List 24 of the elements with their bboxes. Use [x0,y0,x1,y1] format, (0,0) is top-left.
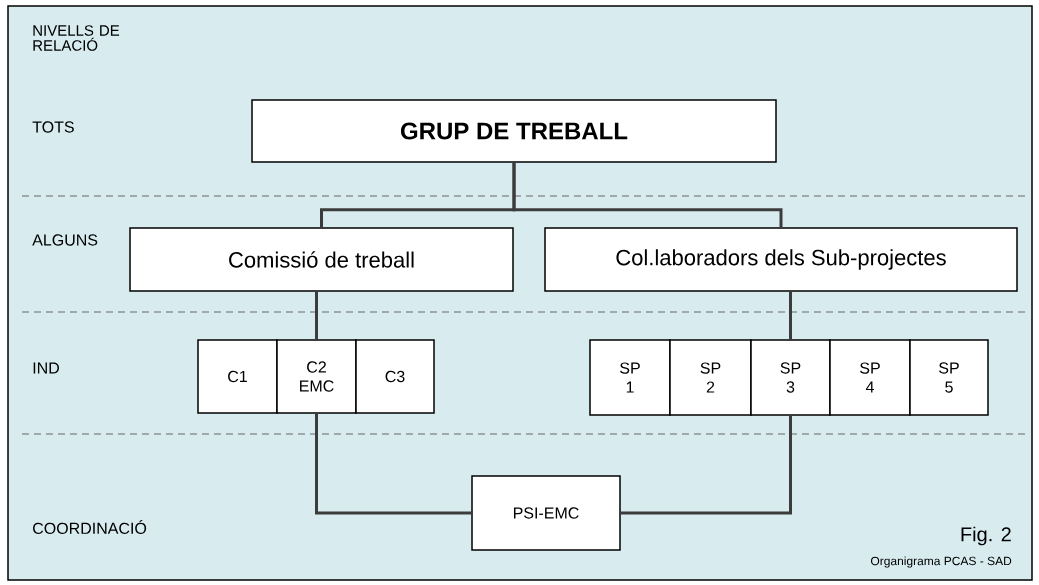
level-label: IND [33,362,59,374]
caption-text: Organigrama PCAS - SAD [871,556,1012,568]
unit-box: SP 2 [669,339,752,416]
unit-box: SP 1 [589,339,671,416]
connector-line [315,413,472,515]
commission-box: Comissió de treball [129,227,514,292]
level-label: NIVELLS DE RELACIÓ [33,25,120,51]
level-label: COORDINACIÓ [33,519,147,534]
figure-number: Fig. 2 [961,526,1011,546]
connector-line [789,291,792,340]
level-label: TOTS [32,121,74,133]
collaborators-box: Col.laboradors dels Sub-projectes [544,227,1018,292]
connector-line [512,162,783,228]
unit-box: SP 3 [750,339,831,416]
group-box: GRUP DE TREBALL [251,99,777,163]
unit-box: C2 EMC [276,339,357,414]
connector-line [315,291,318,340]
unit-box: C3 [355,339,435,414]
unit-box: SP 4 [829,339,911,416]
level-label: ALGUNS [32,234,98,246]
connector-line [620,415,792,515]
unit-box: SP 5 [909,339,989,416]
unit-box: C1 [197,339,278,414]
coordination-box: PSI-EMC [471,475,621,551]
